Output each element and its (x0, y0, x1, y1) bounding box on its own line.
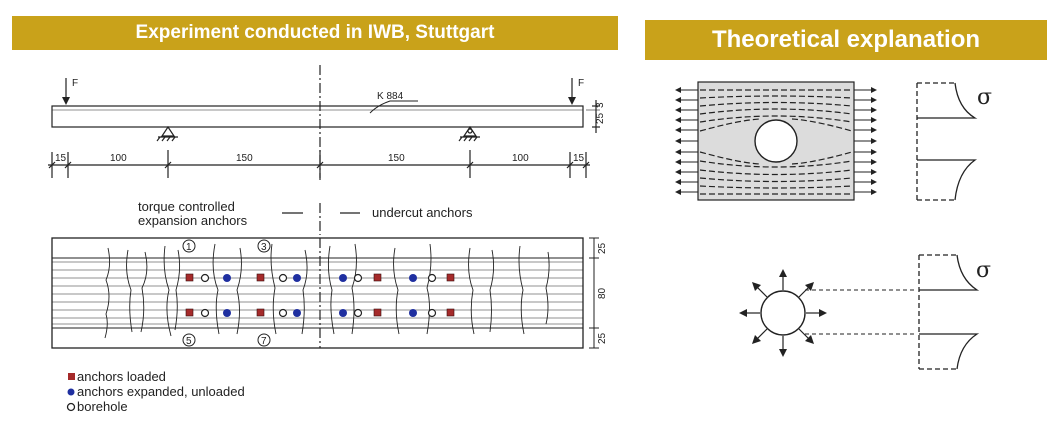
loaded-anchor (185, 273, 194, 282)
hole (754, 119, 798, 163)
stress-flow-plate (675, 81, 877, 201)
span-dim: 15 (55, 153, 67, 164)
slab-dim: 25 (597, 242, 608, 254)
legend-loaded-swatch (68, 373, 75, 380)
zone-divider (282, 203, 360, 235)
borehole (353, 273, 363, 283)
marker-number: 3 (261, 242, 267, 253)
legend-expanded-label: anchors expanded, unloaded (77, 384, 245, 399)
slab-plan (51, 237, 599, 349)
circled-numbers: 1 3 5 7 (186, 242, 267, 347)
beam-height-dim: 25 (595, 112, 606, 124)
span-dim: 15 (573, 153, 585, 164)
radial-pressure (739, 269, 917, 357)
crack-pattern (104, 243, 550, 339)
expanded-anchor (223, 309, 231, 317)
loaded-anchor (256, 273, 265, 282)
expanded-anchor (223, 274, 231, 282)
tension-arrows-right (854, 89, 873, 193)
radial-arrowheads (739, 269, 827, 357)
span-dim: 100 (110, 153, 127, 164)
marker-number: 5 (186, 336, 192, 347)
loaded-anchor (185, 308, 194, 317)
loaded-anchors (185, 273, 455, 317)
experiment-banner: Experiment conducted in IWB, Stuttgart (12, 16, 618, 50)
marker-circle (182, 239, 196, 253)
beam-elevation (48, 65, 600, 180)
span-dimensions: 15 100 150 150 100 15 (55, 153, 585, 164)
stress-distribution-bottom (918, 254, 980, 370)
sigma-top: σ (977, 85, 992, 110)
beam-outline (51, 105, 584, 128)
borehole (427, 273, 437, 283)
stress-distribution-top (916, 82, 978, 201)
reinforcement-bars (52, 261, 583, 325)
slab-side-dims: 25 80 25 (597, 242, 608, 344)
marker-circle (257, 239, 271, 253)
expanded-anchor (409, 274, 417, 282)
slab-dim: 80 (597, 287, 608, 299)
loaded-anchor (373, 273, 382, 282)
marker-number: 7 (261, 336, 267, 347)
marker-number: 1 (186, 242, 192, 253)
anchor-hole (760, 290, 806, 336)
span-dim: 150 (236, 153, 253, 164)
span-dim: 150 (388, 153, 405, 164)
undercut-anchors-label: undercut anchors (372, 205, 473, 220)
expanded-anchor (293, 274, 301, 282)
legend-loaded-label: anchors loaded (77, 369, 166, 384)
marker-circle (257, 333, 271, 347)
marker-circle (182, 333, 196, 347)
expanded-anchor (409, 309, 417, 317)
span-dim: 100 (512, 153, 529, 164)
stress-trajectories (699, 89, 853, 195)
legend-borehole-label: borehole (77, 399, 128, 414)
slab-dim: 25 (597, 332, 608, 344)
torque-anchors-label-2: expansion anchors (138, 213, 248, 228)
borehole (200, 273, 210, 283)
borehole (278, 308, 288, 318)
slab-outline (51, 237, 584, 349)
legend-borehole-swatch (66, 402, 76, 412)
projection-lines (805, 289, 917, 335)
borehole (278, 273, 288, 283)
expanded-anchors (223, 274, 417, 317)
theory-banner: Theoretical explanation (645, 20, 1047, 60)
boreholes (200, 273, 437, 318)
force-label-left: F (72, 78, 78, 89)
support-right (458, 125, 480, 142)
loaded-anchor (373, 308, 382, 317)
sigma-bottom: σ (976, 258, 991, 283)
borehole (200, 308, 210, 318)
loaded-anchor (446, 308, 455, 317)
expanded-anchor (339, 309, 347, 317)
tension-arrowheads-left (675, 87, 681, 195)
legend: anchors loaded anchors expanded, unloade… (66, 369, 245, 414)
tension-arrowheads-right (871, 87, 877, 195)
torque-anchors-label-1: torque controlled (138, 199, 235, 214)
rebar-label: K 884 (377, 91, 404, 102)
expanded-anchor (293, 309, 301, 317)
support-left (156, 125, 178, 142)
force-label-right: F (578, 78, 584, 89)
beam-cover-dim: 3 (595, 102, 606, 108)
legend-expanded-swatch (67, 388, 75, 396)
borehole (353, 308, 363, 318)
tension-arrows-left (679, 89, 698, 193)
loaded-anchor (446, 273, 455, 282)
expanded-anchor (339, 274, 347, 282)
loaded-anchor (256, 308, 265, 317)
borehole (427, 308, 437, 318)
